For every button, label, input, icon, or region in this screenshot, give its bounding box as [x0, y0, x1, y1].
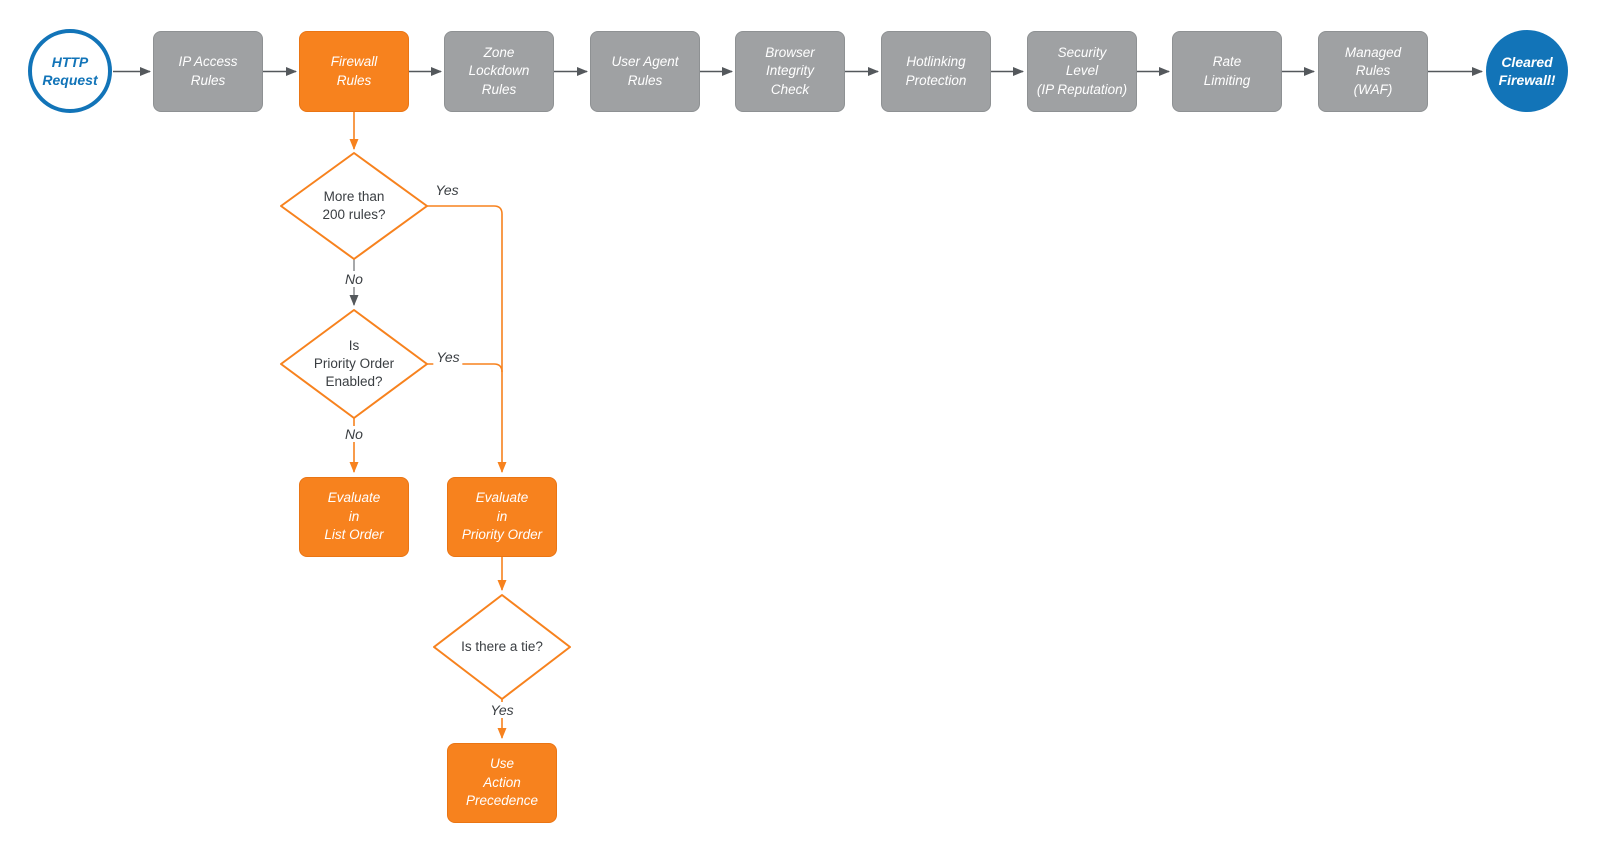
action-evaluate-list-order: Evaluate in List Order [299, 477, 409, 557]
decision-is-there-a-tie: Is there a tie? [461, 638, 543, 654]
edge-label-decision2-no: No [342, 426, 366, 442]
action-use-action-precedence: Use Action Precedence [447, 743, 557, 823]
connector-decision2-yes-merge [427, 363, 503, 373]
stage-browser-integrity-check: Browser Integrity Check [735, 31, 845, 112]
stage-hotlinking-protection: Hotlinking Protection [881, 31, 991, 112]
action-evaluate-priority-order: Evaluate in Priority Order [447, 477, 557, 557]
edge-label-decision3-yes: Yes [487, 702, 517, 718]
decision-more-than-200-rules-shape [280, 152, 428, 260]
decision-priority-order-enabled-shape [280, 309, 428, 419]
end-node-cleared-firewall: Cleared Firewall! [1486, 30, 1568, 112]
edge-label-decision1-yes: Yes [432, 182, 462, 198]
connector-decision1-yes-to-priority-order [427, 205, 507, 473]
decision-more-than-200-rules: More than 200 rules? [322, 188, 386, 222]
decision-priority-order-enabled: Is Priority Order Enabled? [313, 337, 395, 390]
stage-rate-limiting: Rate Limiting [1172, 31, 1282, 112]
start-node-http-request: HTTP Request [28, 29, 112, 113]
stage-security-level: Security Level (IP Reputation) [1027, 31, 1137, 112]
stage-zone-lockdown-rules: Zone Lockdown Rules [444, 31, 554, 112]
decision-is-there-a-tie-shape [433, 594, 571, 700]
edge-label-decision1-no: No [342, 271, 366, 287]
stage-managed-rules-waf: Managed Rules (WAF) [1318, 31, 1428, 112]
stage-ip-access-rules: IP Access Rules [153, 31, 263, 112]
edge-label-decision2-yes: Yes [433, 349, 463, 365]
stage-user-agent-rules: User Agent Rules [590, 31, 700, 112]
stage-firewall-rules: Firewall Rules [299, 31, 409, 112]
